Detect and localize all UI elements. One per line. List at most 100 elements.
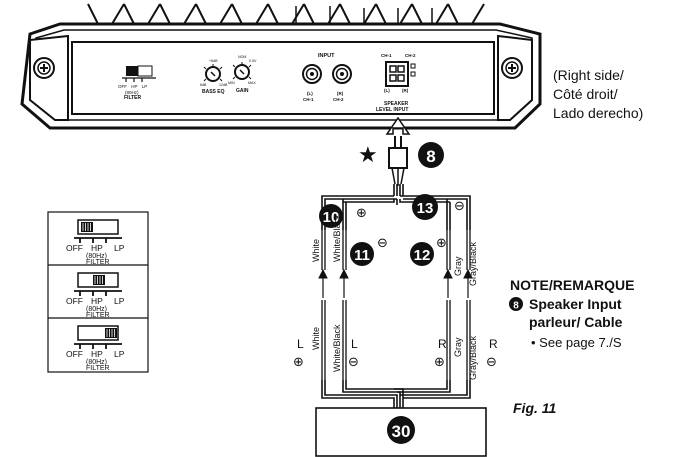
input-r: (R) [337,91,344,96]
bass-eq-knob: +6dB 6dB 12dB BASS EQ [200,59,228,95]
filter-option-off: OFF [66,243,83,253]
panel-filter-switch: OFF HP LP (80Hz) FILTER [118,65,156,101]
callout-11-number: 11 [354,247,370,264]
filter-option-lp: LP [114,243,125,253]
minus-icon-left-inner: ⊖ [348,354,359,369]
note-item-line-2: parleur/ Cable [529,314,623,330]
callout-12: 12 [410,242,434,266]
wire-label-white-black-top: White/Black [332,214,342,262]
callout-11: 11 [350,242,374,266]
gain-knob: NOM 0.5V MIN MAX GAIN [228,55,257,94]
input-ch1: CH-1 [303,97,314,102]
bass-eq-min: 6dB [200,83,207,87]
filter-option-lp: LP [114,349,125,359]
connection-arrows [318,268,473,298]
note-item-number: 8 [513,301,519,312]
head-unit-box: 30 [315,407,487,457]
wire-harness [321,184,471,432]
callout-13: 13 [412,194,438,220]
input-label: INPUT [318,53,335,59]
side-note-line-3: Lado derecho) [553,105,643,121]
gain-label: GAIN [236,88,249,94]
panel-filter-label: FILTER [124,95,142,101]
filter-switch-slider [93,275,105,285]
wire-label-gray-black-top: Gray/Black [468,241,478,286]
right-channel-label-outer: R [489,337,498,351]
speaker-ch2: CH-2 [405,53,416,58]
input-l: (L) [307,91,313,96]
panel-filter-options: OFF HP LP [118,84,147,89]
gain-max: MAX [248,81,256,85]
side-note-line-1: (Right side/ [553,67,624,83]
bass-eq-max: 12dB [219,83,228,87]
screw-icon-right [501,57,523,79]
note-item-badge [509,297,523,311]
filter-label: FILTER [86,259,110,266]
input-ch2: CH-2 [333,97,344,102]
filter-box-off: OFF HP LP (80Hz)FILTER [66,219,125,266]
left-channel-label-inner: L [351,337,358,351]
side-note: (Right side/ Côté droit/ Lado derecho) [553,67,643,121]
plus-icon-12: ⊕ [436,235,447,250]
wire-strands [321,230,471,380]
minus-icon-top-right: ⊖ [454,198,465,213]
speaker-ch1: CH-1 [381,53,392,58]
callout-8: 8 [418,142,444,168]
gain-min: MIN [228,81,235,85]
note-item-line-1: Speaker Input [529,296,622,312]
left-channel-label-outer: L [297,337,304,351]
callout-12-number: 12 [414,247,431,264]
wire-label-white-bottom: White [311,327,321,350]
filter-label: FILTER [86,365,110,372]
minus-icon-right-outer: ⊖ [486,354,497,369]
plus-icon-left-outer: ⊕ [293,354,304,369]
figure-label: Fig. 11 [513,400,557,416]
filter-option-off: OFF [66,296,83,306]
speaker-level-connector: CH-1 CH-2 (L) (R) SPEAKER LEVEL INPUT [376,53,416,113]
speaker-r: (R) [402,88,409,93]
filter-switch-slider [81,222,93,232]
speaker-l: (L) [384,88,390,93]
bass-eq-label: BASS EQ [202,89,225,95]
note-heading: NOTE/REMARQUE [510,277,634,293]
gain-volt: 0.5V [249,59,257,63]
filter-option-hp: HP [91,349,103,359]
filter-option-off: OFF [66,349,83,359]
filter-box-hp: OFF HP LP (80Hz)FILTER [66,272,125,319]
plus-icon-top-left: ⊕ [356,205,367,220]
callout-10-number: 10 [323,209,340,226]
speaker-label-2: LEVEL INPUT [376,107,408,113]
star-icon: ★ [358,142,378,167]
bass-eq-top: +6dB [209,59,218,63]
callout-13-number: 13 [417,200,434,217]
filter-box-lp: OFF HP LP (80Hz)FILTER [66,325,125,372]
filter-option-lp: LP [114,296,125,306]
note-bullet: • See page 7./S [531,335,622,350]
filter-freq: (80Hz) [86,359,107,366]
callout-10: 10 [319,204,343,228]
filter-label: FILTER [86,312,110,319]
plus-icon-right-inner: ⊕ [434,354,445,369]
filter-settings-panel [47,211,149,373]
wire-label-gray-bottom: Gray [453,337,463,357]
wire-label-white-top: White [311,239,321,262]
wire-label-gray-black-bottom: Gray/Black [468,335,478,380]
filter-option-hp: HP [91,296,103,306]
speaker-label-1: SPEAKER [384,101,409,107]
callout-30-number: 30 [392,422,411,441]
side-note-line-2: Côté droit/ [553,86,618,102]
filter-freq: (80Hz) [86,306,107,313]
harness-plug: ★ [358,116,411,186]
note-block: NOTE/REMARQUE 8 Speaker Input parleur/ C… [509,277,634,350]
filter-option-hp: HP [91,243,103,253]
filter-freq: (80Hz) [86,253,107,260]
panel-filter-freq: (80Hz) [125,90,139,95]
screw-icon-left [33,57,55,79]
wire-label-gray-top: Gray [453,256,463,276]
minus-icon-11: ⊖ [377,235,388,250]
amplifier-panel: OFF HP LP (80Hz) FILTER +6dB 6dB 12dB BA… [20,3,542,130]
filter-switch-slider [105,328,117,338]
rca-inputs: INPUT (L) (R) CH-1 CH-2 [302,53,352,102]
